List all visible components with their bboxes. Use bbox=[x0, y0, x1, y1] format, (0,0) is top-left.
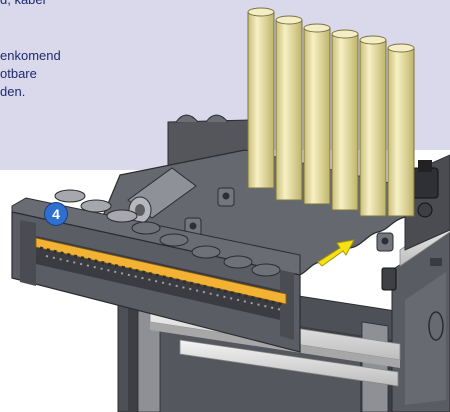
caption-line-0: d, kabel bbox=[0, 0, 46, 9]
step-number-badge: 4 bbox=[45, 203, 67, 225]
conduit-tubes bbox=[247, 7, 415, 217]
insertion-arrow-icon bbox=[317, 239, 355, 267]
caption-line-3: den. bbox=[0, 84, 26, 99]
terminal-block bbox=[11, 189, 301, 353]
caption-line-2: otbare bbox=[0, 66, 37, 81]
caption-line-1: enkomend bbox=[0, 48, 61, 63]
